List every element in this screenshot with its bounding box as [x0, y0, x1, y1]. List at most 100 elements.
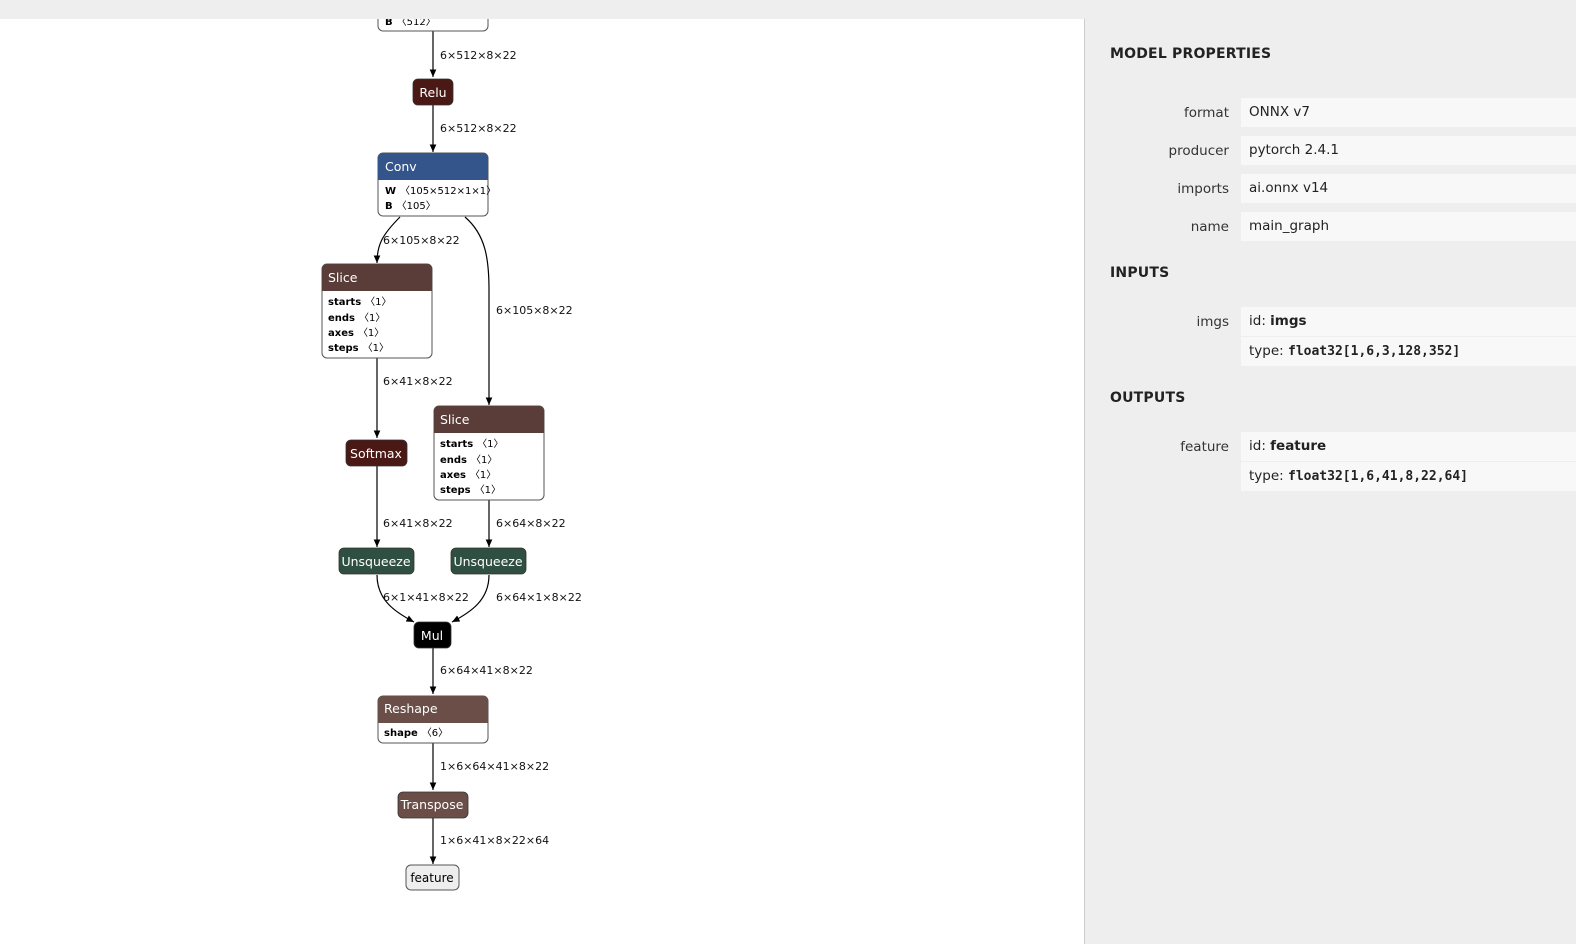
- attr-name: W: [385, 186, 396, 197]
- edge-label: 6×512×8×22: [440, 49, 517, 62]
- svg-text:B〈105〉: B 〈105〉: [385, 200, 436, 212]
- attr-value: 〈1〉: [358, 327, 384, 339]
- outputs-title: OUTPUTS: [1110, 390, 1186, 406]
- attr-value: 〈1〉: [471, 454, 497, 466]
- svg-text:steps〈1〉: steps 〈1〉: [440, 484, 501, 496]
- edge-label: 1×6×41×8×22×64: [440, 834, 549, 847]
- node-softmax[interactable]: Softmax: [345, 439, 408, 467]
- node-label: Unsqueeze: [341, 554, 410, 569]
- graph-canvas[interactable]: 6×512×8×22 6×512×8×22 6×105×8×22 6×105×8…: [0, 19, 1084, 944]
- input-type[interactable]: type: float32[1,6,3,128,352]: [1241, 337, 1576, 366]
- node-title: Slice: [328, 270, 358, 285]
- attr-value: 〈1〉: [470, 469, 496, 481]
- node-label: feature: [410, 871, 453, 885]
- svg-text:starts〈1〉: starts 〈1〉: [440, 438, 504, 450]
- svg-text:ends〈1〉: ends 〈1〉: [440, 454, 497, 466]
- model-properties-sidebar: MODEL PROPERTIES format ONNX v7 producer…: [1084, 19, 1576, 944]
- id-prefix: id:: [1249, 438, 1271, 454]
- svg-text:steps〈1〉: steps 〈1〉: [328, 342, 389, 354]
- property-label: name: [1190, 219, 1229, 235]
- attr-value: 〈512〉: [397, 19, 436, 28]
- edge-label: 6×1×41×8×22: [383, 591, 469, 604]
- svg-text:starts〈1〉: starts 〈1〉: [328, 296, 392, 308]
- node-top-partial[interactable]: B 〈512〉: [377, 19, 489, 32]
- attr-value: 〈1〉: [475, 484, 501, 496]
- attr-value: 〈105×512×1×1〉: [400, 185, 496, 197]
- edge-label: 6×41×8×22: [383, 375, 453, 388]
- edge-label: 6×41×8×22: [383, 517, 453, 530]
- node-conv[interactable]: Conv W 〈105×512×1×1〉 B 〈105〉: [377, 152, 496, 217]
- sidebar-title: MODEL PROPERTIES: [1110, 46, 1272, 62]
- node-output-feature[interactable]: feature: [405, 864, 460, 891]
- property-value[interactable]: pytorch 2.4.1: [1241, 136, 1576, 165]
- attr-value: 〈1〉: [363, 342, 389, 354]
- property-value[interactable]: ONNX v7: [1241, 98, 1576, 127]
- node-slice-right[interactable]: Slice starts〈1〉 ends〈1〉 axes〈1〉 steps〈1〉: [433, 405, 545, 501]
- input-label: imgs: [1196, 314, 1229, 330]
- id-value: feature: [1270, 438, 1327, 454]
- node-title: Reshape: [384, 701, 438, 716]
- output-type[interactable]: type: float32[1,6,41,8,22,64]: [1241, 462, 1576, 491]
- edge-unsqueeze1-mul: [376, 574, 415, 623]
- attr-name: steps: [328, 343, 359, 354]
- type-prefix: type:: [1249, 343, 1288, 359]
- node-slice-left[interactable]: Slice starts〈1〉 ends〈1〉 axes〈1〉 steps〈1〉: [321, 263, 433, 359]
- edge-conv-slice1: [373, 216, 401, 264]
- node-relu[interactable]: Relu: [412, 78, 454, 106]
- attr-name: B: [385, 201, 393, 212]
- svg-text:W〈105×512×1×1〉: W 〈105×512×1×1〉: [385, 185, 496, 197]
- node-reshape[interactable]: Reshape shape 〈6〉: [377, 695, 489, 744]
- type-prefix: type:: [1249, 468, 1288, 484]
- node-label: Mul: [421, 628, 443, 643]
- id-prefix: id:: [1249, 313, 1271, 329]
- node-unsqueeze-left[interactable]: Unsqueeze: [338, 547, 415, 575]
- attr-value: 〈105〉: [397, 200, 436, 212]
- property-value[interactable]: main_graph: [1241, 212, 1576, 241]
- edge-label: 6×105×8×22: [383, 234, 460, 247]
- node-label: Transpose: [400, 797, 464, 812]
- attr-name: starts: [440, 439, 473, 450]
- type-value: float32[1,6,3,128,352]: [1288, 344, 1461, 359]
- property-label: producer: [1168, 143, 1230, 159]
- attr-value: 〈1〉: [477, 438, 503, 450]
- node-unsqueeze-right[interactable]: Unsqueeze: [450, 547, 527, 575]
- node-mul[interactable]: Mul: [413, 621, 452, 649]
- attr-name: ends: [328, 313, 355, 324]
- graph-svg: 6×512×8×22 6×512×8×22 6×105×8×22 6×105×8…: [321, 19, 582, 891]
- type-value: float32[1,6,41,8,22,64]: [1288, 469, 1469, 484]
- graph-edges: [373, 31, 493, 864]
- node-transpose[interactable]: Transpose: [397, 791, 469, 819]
- node-label: Relu: [419, 85, 446, 100]
- node-label: Softmax: [350, 446, 402, 461]
- attr-name: B: [385, 19, 393, 28]
- attr-name: shape: [384, 728, 418, 739]
- output-id[interactable]: id: feature: [1241, 432, 1576, 461]
- attr-name: starts: [328, 297, 361, 308]
- svg-text:axes〈1〉: axes 〈1〉: [440, 469, 496, 481]
- input-id[interactable]: id: imgs: [1241, 307, 1576, 336]
- svg-text:ends〈1〉: ends 〈1〉: [328, 312, 385, 324]
- inputs-title: INPUTS: [1110, 265, 1170, 281]
- edge-label: 6×105×8×22: [496, 304, 573, 317]
- id-value: imgs: [1270, 313, 1307, 329]
- attr-name: axes: [440, 470, 466, 481]
- attr-name: steps: [440, 485, 471, 496]
- property-label: imports: [1177, 181, 1229, 197]
- attr-name: ends: [440, 455, 467, 466]
- property-value[interactable]: ai.onnx v14: [1241, 174, 1576, 203]
- svg-text:axes〈1〉: axes 〈1〉: [328, 327, 384, 339]
- attr-name: axes: [328, 328, 354, 339]
- svg-text:B〈512〉: B 〈512〉: [385, 19, 436, 28]
- attr-value: 〈1〉: [359, 312, 385, 324]
- attr-value: 〈6〉: [422, 727, 448, 739]
- property-label: format: [1183, 105, 1229, 121]
- svg-text:shape〈6〉: shape 〈6〉: [384, 727, 448, 739]
- edge-labels: 6×512×8×22 6×512×8×22 6×105×8×22 6×105×8…: [383, 49, 582, 847]
- edge-unsqueeze2-mul: [451, 574, 490, 623]
- attr-value: 〈1〉: [365, 296, 391, 308]
- edge-conv-slice2: [464, 216, 493, 405]
- node-title: Conv: [385, 159, 417, 174]
- output-label: feature: [1180, 439, 1229, 455]
- edge-label: 6×64×8×22: [496, 517, 566, 530]
- edge-label: 6×64×41×8×22: [440, 664, 533, 677]
